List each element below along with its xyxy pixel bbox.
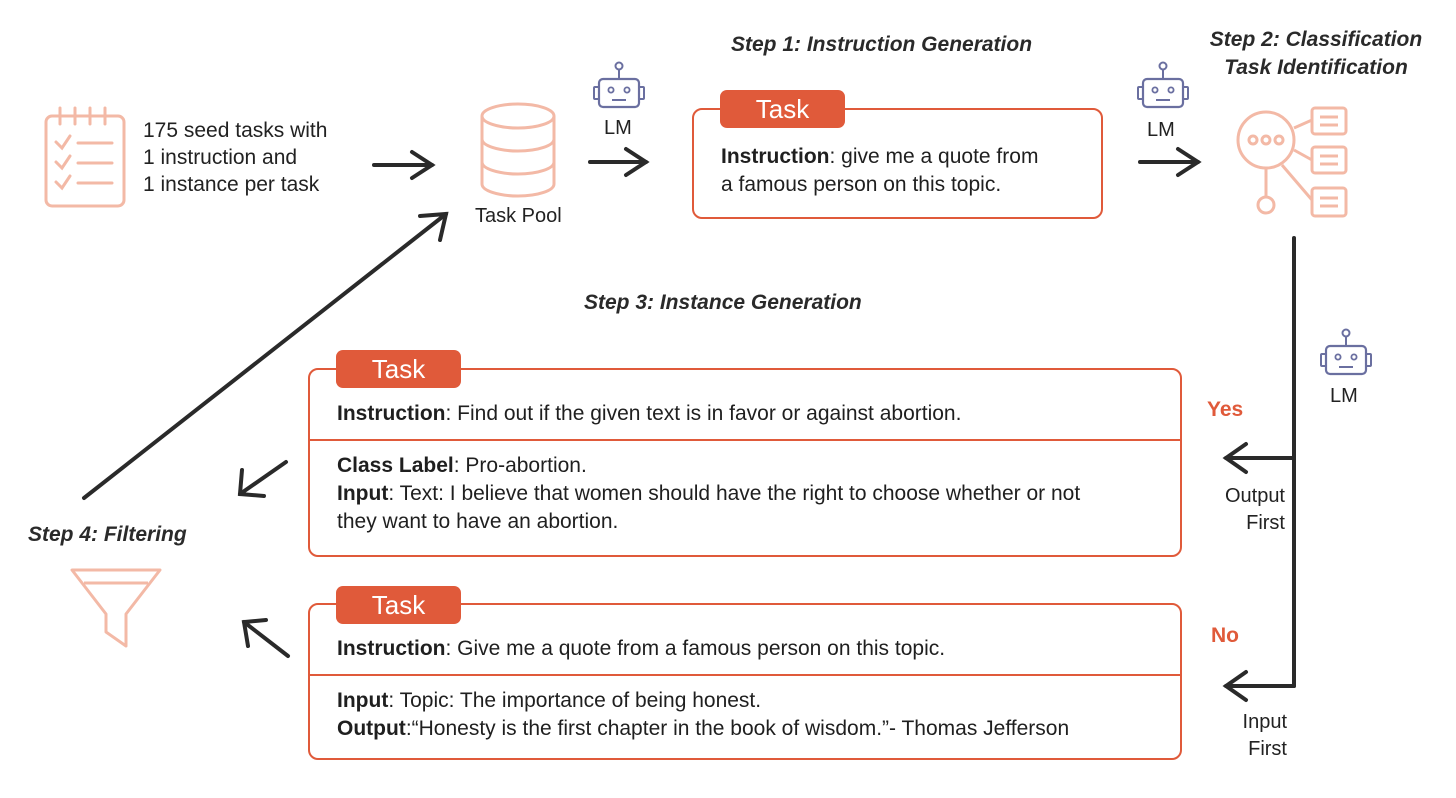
input-first-line2: First <box>1248 738 1287 760</box>
branch-no-label: No <box>1211 624 1239 647</box>
task-cls-instruction-text: : Find out if the given text is in favor… <box>445 402 962 425</box>
task-cls-label-key: Class Label <box>337 454 454 477</box>
robot-icon-lm-1 <box>592 61 646 109</box>
task-gen-output-text: :“Honesty is the first chapter in the bo… <box>405 717 1070 740</box>
task-cls-instruction: Instruction: Find out if the given text … <box>337 402 961 426</box>
output-first-line2: First <box>1246 512 1285 534</box>
task-cls-divider <box>310 439 1180 441</box>
seed-line-2: 1 instruction and <box>143 146 298 169</box>
lm-label-1: LM <box>604 117 632 139</box>
output-first-line1: Output <box>1224 485 1285 507</box>
branch-connector <box>1222 236 1296 702</box>
task1-instruction-line2: a famous person on this topic. <box>721 173 1002 196</box>
task1-instruction-line1: : give me a quote from <box>829 145 1039 168</box>
seed-line-1: 175 seed tasks with <box>143 119 328 142</box>
output-first-label: Output First <box>1196 483 1285 537</box>
task-gen-input-text: : Topic: The importance of being honest. <box>388 689 762 712</box>
lm-label-2: LM <box>1147 119 1175 141</box>
step4-title: Step 4: Filtering <box>28 523 187 546</box>
arrow-cls-to-filter <box>237 460 288 498</box>
task1-instruction: Instruction: give me a quote from a famo… <box>721 143 1038 199</box>
classification-magnifier-icon <box>1236 106 1348 218</box>
task-cls-input-key: Input <box>337 482 389 505</box>
step2-title-line2: Task Identification <box>1224 56 1408 79</box>
task-cls-label-text: : Pro-abortion. <box>453 454 587 477</box>
task-gen-instruction: Instruction: Give me a quote from a famo… <box>337 637 945 661</box>
seed-line-3: 1 instance per task <box>143 173 320 196</box>
funnel-icon <box>70 568 162 648</box>
arrow-pool-to-task <box>588 147 650 177</box>
task-gen-input-key: Input <box>337 689 389 712</box>
task-cls-input-line2: they want to have an abortion. <box>337 510 619 533</box>
input-first-label: Input First <box>1196 709 1287 763</box>
task-cls-body: Class Label: Pro-abortion. Input: Text: … <box>337 452 1080 536</box>
task-gen-body: Input: Topic: The importance of being ho… <box>337 687 1069 743</box>
robot-icon-lm-2 <box>1136 61 1190 109</box>
robot-icon-lm-3 <box>1319 328 1373 376</box>
task-gen-output-key: Output <box>337 717 406 740</box>
task-gen-divider <box>310 674 1180 676</box>
arrow-gen-to-filter <box>241 618 290 658</box>
task-gen-instruction-key: Instruction <box>337 637 446 660</box>
branch-yes-label: Yes <box>1207 398 1244 421</box>
step2-title-line1: Step 2: Classification <box>1209 28 1423 51</box>
database-icon <box>480 102 556 198</box>
lm-label-3: LM <box>1330 385 1358 407</box>
task-card-classification: Instruction: Find out if the given text … <box>308 368 1182 557</box>
seed-tasks-text: 175 seed tasks with 1 instruction and 1 … <box>143 117 327 198</box>
task1-instruction-key: Instruction <box>721 145 830 168</box>
arrow-seed-to-pool <box>372 150 436 180</box>
arrow-task-to-classifier <box>1138 147 1202 177</box>
task-card-generation: Instruction: Give me a quote from a famo… <box>308 603 1182 760</box>
task-gen-instruction-text: : Give me a quote from a famous person o… <box>445 637 946 660</box>
task-pool-label: Task Pool <box>475 205 562 227</box>
step3-title: Step 3: Instance Generation <box>584 291 862 314</box>
task-tag-2: Task <box>336 350 461 388</box>
input-first-line1: Input <box>1242 711 1287 733</box>
clipboard-icon <box>44 106 126 208</box>
task-cls-input-line1: : Text: I believe that women should have… <box>388 482 1081 505</box>
task-tag-1: Task <box>720 90 845 128</box>
arrow-filter-to-pool <box>82 211 449 500</box>
task-tag-3: Task <box>336 586 461 624</box>
step1-title: Step 1: Instruction Generation <box>731 33 1033 56</box>
task-cls-instruction-key: Instruction <box>337 402 446 425</box>
step2-title: Step 2: Classification Task Identificati… <box>1186 26 1446 82</box>
